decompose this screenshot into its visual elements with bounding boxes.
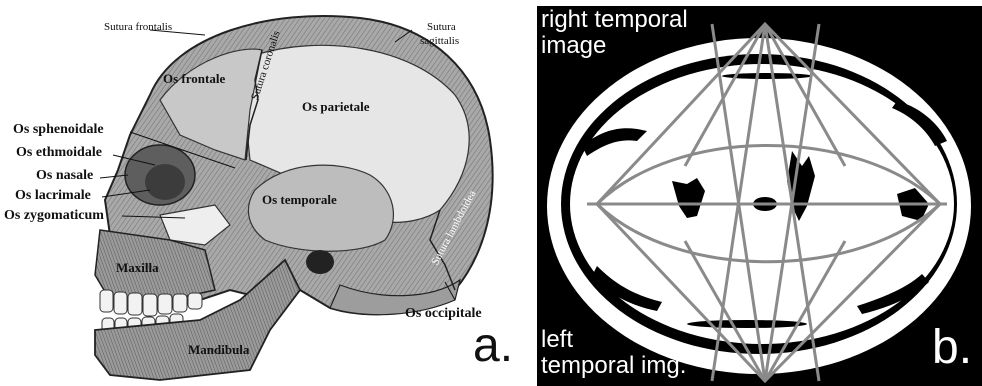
scan-illustration — [537, 6, 982, 386]
label-sutura-sagittalis-line1: Sutura — [427, 22, 456, 33]
skull-diagram-panel: Sutura frontalis Sutura sagittalis Sutur… — [0, 0, 530, 386]
label-right-temporal-line2: image — [541, 34, 606, 58]
label-os-lacrimale: Os lacrimale — [15, 189, 91, 203]
label-left-temporal-line2: temporal img. — [541, 354, 686, 378]
label-os-frontale: Os frontale — [163, 72, 225, 85]
label-os-sphenoidale: Os sphenoidale — [13, 123, 104, 137]
label-maxilla: Maxilla — [116, 261, 159, 274]
panel-letter-a: a. — [473, 322, 513, 370]
label-right-temporal-line1: right temporal — [541, 8, 688, 32]
label-os-parietale: Os parietale — [302, 100, 370, 113]
label-os-nasale: Os nasale — [36, 169, 93, 183]
label-os-ethmoidale: Os ethmoidale — [16, 146, 102, 160]
ear-canal — [306, 250, 334, 274]
label-sutura-sagittalis-line2: sagittalis — [420, 36, 459, 47]
temporal-region — [248, 165, 393, 251]
label-left-temporal-line1: left — [541, 328, 573, 352]
label-mandibula: Mandibula — [188, 343, 249, 356]
label-os-temporale: Os temporale — [262, 193, 337, 206]
label-os-occipitale: Os occipitale — [405, 307, 482, 321]
label-os-zygomaticum: Os zygomaticum — [4, 209, 104, 223]
temporal-scan-panel: right temporal image left temporal img. … — [537, 6, 982, 386]
label-sutura-frontalis: Sutura frontalis — [104, 22, 172, 33]
panel-letter-b: b. — [932, 324, 972, 372]
